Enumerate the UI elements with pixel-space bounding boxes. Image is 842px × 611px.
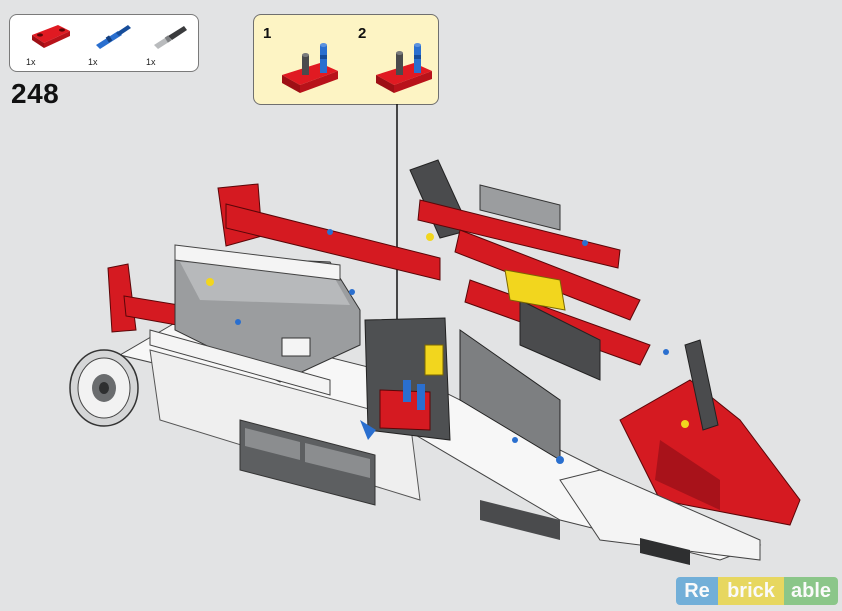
part-item-gray-pin: 1x: [146, 19, 198, 67]
part-item-blue-pin: 1x: [88, 19, 140, 67]
sub-step-label-2: 2: [358, 25, 367, 42]
watermark-segment-1: Re: [676, 577, 718, 605]
sub-assembly-stage-2-icon: [376, 43, 432, 93]
watermark-segment-2: brick: [718, 577, 784, 605]
part-qty: 1x: [146, 57, 156, 67]
gray-axle-pin-part-icon: [154, 26, 187, 49]
sub-assembly-stage-1-icon: [282, 43, 338, 93]
part-qty: 1x: [26, 57, 36, 67]
watermark-segment-3: able: [784, 577, 838, 605]
rebrickable-watermark: Re brick able: [676, 577, 838, 605]
seat-frame: [409, 159, 651, 461]
part-item-red-beam: 1x: [26, 19, 78, 67]
red-beam-part-icon: [32, 25, 70, 48]
sub-step-label-1: 1: [263, 25, 272, 42]
step-number: 248: [11, 78, 60, 109]
parts-list-box: 1x 1x 1x: [9, 14, 199, 72]
blue-axle-pin-part-icon: [96, 25, 131, 49]
part-qty: 1x: [88, 57, 98, 67]
sub-assembly-callout: 1 2: [253, 14, 439, 105]
wheel: [69, 349, 139, 427]
